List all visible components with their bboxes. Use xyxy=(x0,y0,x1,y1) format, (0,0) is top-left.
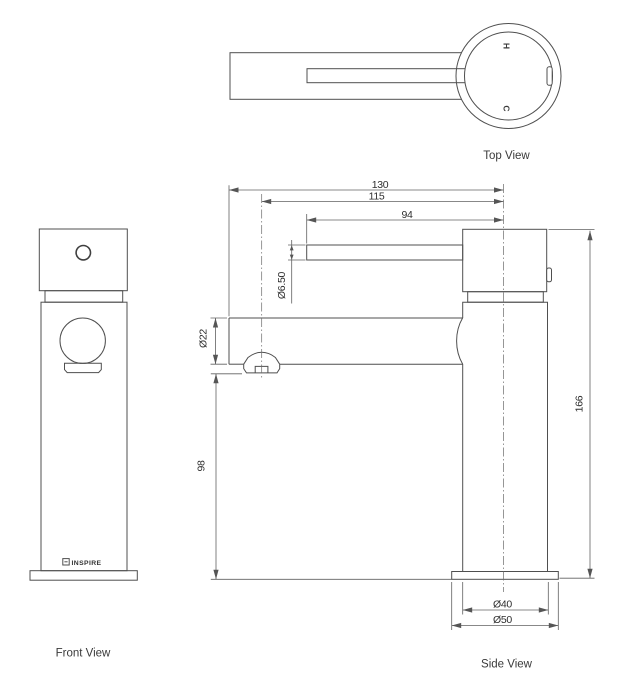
front-view-label: Front View xyxy=(56,648,111,660)
dim-130-label: 130 xyxy=(372,179,389,191)
front-base-flange xyxy=(29,570,138,581)
dim-650-arrow-up xyxy=(289,245,294,251)
side-view-label: Side View xyxy=(481,659,533,671)
top-view-lever-slot xyxy=(306,68,467,84)
dim-115-label: 115 xyxy=(369,191,385,203)
side-base-flange xyxy=(451,571,559,580)
dim-650-label: Ø6.50 xyxy=(276,271,288,299)
dim-22-label: Ø22 xyxy=(198,329,210,348)
brand-logo: INSPIRE xyxy=(62,558,102,567)
front-collar xyxy=(44,290,124,303)
cold-indicator: C xyxy=(502,105,512,111)
top-view: H C Top View xyxy=(229,23,562,162)
top-view-button-tab xyxy=(546,66,553,86)
front-spout-circle xyxy=(59,317,106,364)
side-view: Side View xyxy=(228,184,559,671)
dim-50-label: Ø50 xyxy=(493,614,512,626)
dim-94-label: 94 xyxy=(401,209,413,221)
side-handle-block xyxy=(462,228,548,293)
front-body xyxy=(40,301,128,572)
top-view-lever-outline xyxy=(229,52,479,100)
dim-166-label: 166 xyxy=(574,395,586,412)
dim-40-label: Ø40 xyxy=(493,599,512,611)
top-view-label: Top View xyxy=(483,150,530,162)
dimension-annotations: 130 115 94 Ø6.50 Ø22 98 166 Ø40 Ø50 xyxy=(196,179,595,630)
side-lever xyxy=(306,244,464,261)
brand-logo-box-icon xyxy=(62,558,70,566)
hot-indicator: H xyxy=(502,43,512,49)
dim-98-label: 98 xyxy=(196,460,208,472)
side-body xyxy=(456,301,548,572)
brand-logo-text: INSPIRE xyxy=(72,560,102,567)
front-view: INSPIRE Front View xyxy=(29,228,138,660)
dim-650-arrow-down xyxy=(289,254,294,260)
front-handle-button xyxy=(75,244,92,261)
front-aerator xyxy=(64,362,102,374)
side-button-tab xyxy=(546,267,553,283)
side-collar xyxy=(467,291,544,303)
